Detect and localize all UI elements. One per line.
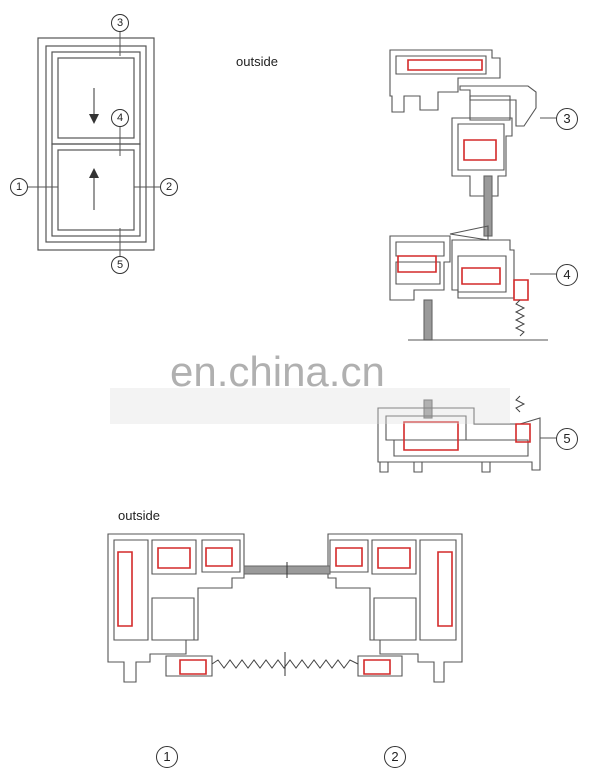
window-elevation: [37, 37, 155, 251]
arrow-up-icon: [89, 168, 99, 178]
outside-label-bottom: outside: [118, 508, 160, 523]
callout-3-elevation: 3: [111, 14, 129, 32]
callout-3-section: 3: [556, 108, 578, 130]
brush-seal-vertical: [514, 299, 526, 337]
brush-seal-horizontal: [211, 659, 359, 669]
outside-label-top: outside: [236, 54, 278, 69]
seal-profiles-horizontal: [117, 547, 453, 675]
callout-4-section: 4: [556, 264, 578, 286]
callout-2-elevation: 2: [160, 178, 178, 196]
watermark-band: [110, 388, 510, 424]
callout-5-elevation: 5: [111, 256, 129, 274]
seal-profiles-vertical: [397, 59, 531, 451]
callout-1-elevation: 1: [10, 178, 28, 196]
callout-5-section: 5: [556, 428, 578, 450]
callout-2-section: 2: [384, 746, 406, 768]
horizontal-section-right: [327, 533, 463, 683]
callout-1-section: 1: [156, 746, 178, 768]
horizontal-section-left: [107, 533, 245, 683]
vertical-section: [377, 49, 548, 473]
watermark: en.china.cn: [170, 348, 385, 395]
arrow-down-icon: [89, 114, 99, 124]
callout-4-elevation: 4: [111, 109, 129, 127]
